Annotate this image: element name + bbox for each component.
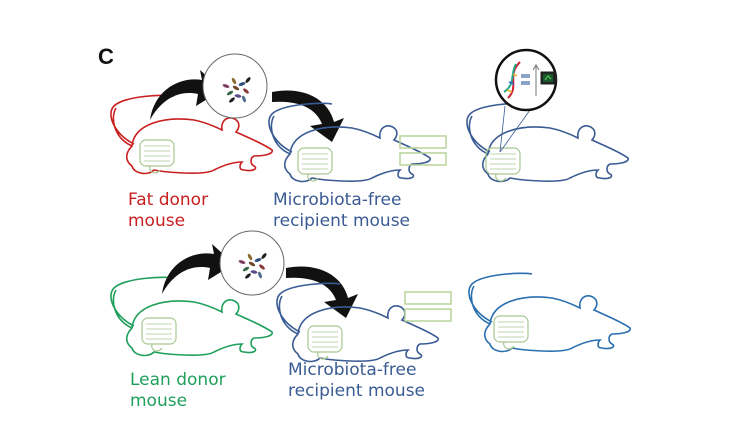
lean-donor-label-line1: Lean donor — [130, 370, 226, 390]
recipient-label-top-line2: recipient mouse — [273, 211, 411, 231]
fat-donor-label: Fat donor mouse — [128, 190, 208, 232]
transfer-arrow-down — [272, 90, 344, 142]
battery-icon — [540, 71, 557, 85]
fat-donor-label-line2: mouse — [128, 211, 186, 231]
recipient-label-bottom: Microbiota-free recipient mouse — [288, 360, 425, 402]
equals-small-icon — [521, 74, 530, 85]
zoom-inset — [494, 48, 558, 153]
up-arrow-icon — [532, 64, 540, 96]
gut-icon — [493, 315, 529, 350]
gut-icon — [141, 317, 177, 352]
recipient-label-top-line1: Microbiota-free — [273, 190, 402, 210]
result-mouse — [466, 102, 630, 183]
lean-donor-label: Lean donor mouse — [130, 370, 226, 412]
dna-icon — [503, 61, 521, 99]
fat-donor-label-line1: Fat donor — [128, 190, 209, 210]
panel-label: C — [98, 44, 114, 69]
recipient-mouse — [268, 102, 432, 183]
recipient-label-top: Microbiota-free recipient mouse — [273, 190, 410, 232]
gut-icon — [297, 147, 333, 182]
equals-icon — [399, 135, 447, 166]
gut-icon — [307, 325, 343, 360]
equals-icon — [404, 291, 452, 322]
result-mouse — [468, 272, 632, 353]
lean-donor-label-line2: mouse — [130, 391, 188, 411]
recipient-label-bottom-line2: recipient mouse — [288, 381, 426, 401]
recipient-label-bottom-line1: Microbiota-free — [288, 360, 417, 380]
recipient-mouse — [276, 282, 440, 363]
gut-icon — [139, 139, 175, 174]
gut-icon — [485, 147, 521, 182]
